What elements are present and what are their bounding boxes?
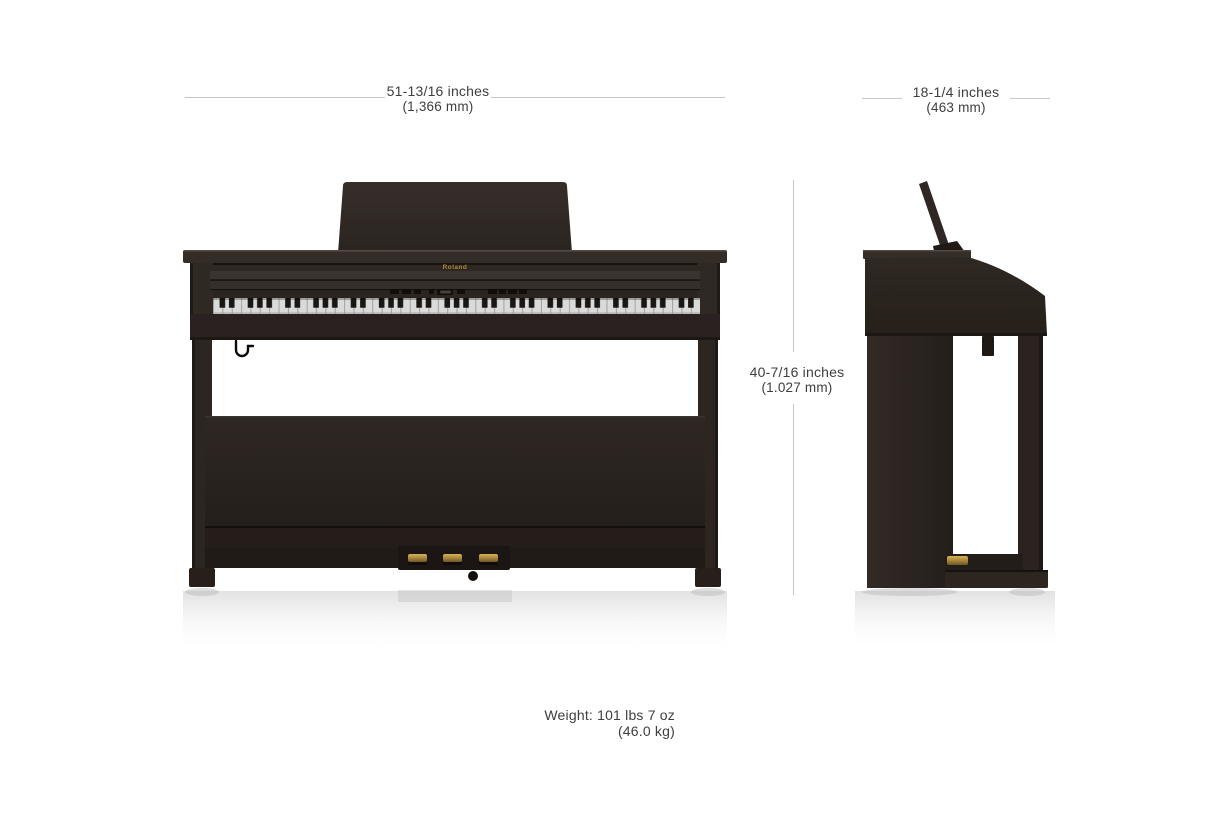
height-dimension-label: 40-7/16 inches (1.027 mm) bbox=[727, 364, 867, 396]
music-rest bbox=[338, 182, 572, 253]
pedal-unit bbox=[398, 546, 510, 581]
height-inches-text: 40-7/16 inches bbox=[749, 364, 845, 380]
key-slip-rail bbox=[190, 314, 720, 340]
damper-pedal bbox=[479, 554, 498, 562]
upper-cabinet: Roland bbox=[190, 263, 720, 340]
keyboard bbox=[213, 298, 700, 314]
front-floor-reflection bbox=[183, 588, 727, 653]
piano-front-view: Roland bbox=[183, 182, 727, 653]
fallboard bbox=[210, 271, 700, 291]
depth-dimension-line-right bbox=[1010, 98, 1050, 99]
side-pedal bbox=[947, 556, 968, 565]
side-pedal-assembly bbox=[945, 554, 1048, 588]
depth-inches-text: 18-1/4 inches bbox=[912, 84, 1000, 100]
lower-front-panel bbox=[205, 416, 705, 568]
height-dimension-line-top bbox=[793, 180, 794, 352]
width-dimension-label: 51-13/16 inches (1,366 mm) bbox=[370, 83, 506, 115]
side-cabinet bbox=[863, 250, 1047, 336]
side-back-panel bbox=[867, 336, 953, 588]
width-inches-text: 51-13/16 inches bbox=[386, 83, 490, 99]
side-front-leg bbox=[1018, 336, 1043, 570]
roland-logo: Roland bbox=[443, 264, 468, 271]
pedal-adjuster-knob bbox=[468, 571, 478, 581]
side-floor-reflection bbox=[855, 588, 1055, 651]
depth-dimension-line-left bbox=[862, 98, 902, 99]
piano-side-view bbox=[855, 181, 1055, 651]
sostenuto-pedal bbox=[443, 554, 462, 562]
top-lid bbox=[183, 250, 727, 263]
side-music-rest bbox=[919, 181, 965, 256]
width-dimension-line-right bbox=[491, 97, 725, 98]
height-mm-text: (1.027 mm) bbox=[761, 380, 833, 395]
depth-mm-text: (463 mm) bbox=[926, 100, 986, 115]
width-dimension-line-left bbox=[185, 97, 385, 98]
height-dimension-line-bottom bbox=[793, 404, 794, 595]
right-foot bbox=[695, 568, 721, 587]
pedal-board-plinth bbox=[945, 570, 1048, 588]
depth-dimension-label: 18-1/4 inches (463 mm) bbox=[896, 84, 1016, 116]
soft-pedal bbox=[408, 554, 427, 562]
width-mm-text: (1,366 mm) bbox=[402, 99, 474, 114]
control-panel bbox=[390, 289, 527, 295]
weight-imperial-text: Weight: 101 lbs 7 oz bbox=[544, 707, 675, 723]
left-foot bbox=[189, 568, 215, 587]
kick-rail bbox=[205, 528, 705, 548]
keybed-bracket bbox=[982, 336, 994, 356]
weight-metric-text: (46.0 kg) bbox=[617, 722, 675, 739]
weight-label: Weight: 101 lbs 7 oz (46.0 kg) bbox=[455, 707, 675, 739]
headphone-hook bbox=[234, 339, 255, 358]
